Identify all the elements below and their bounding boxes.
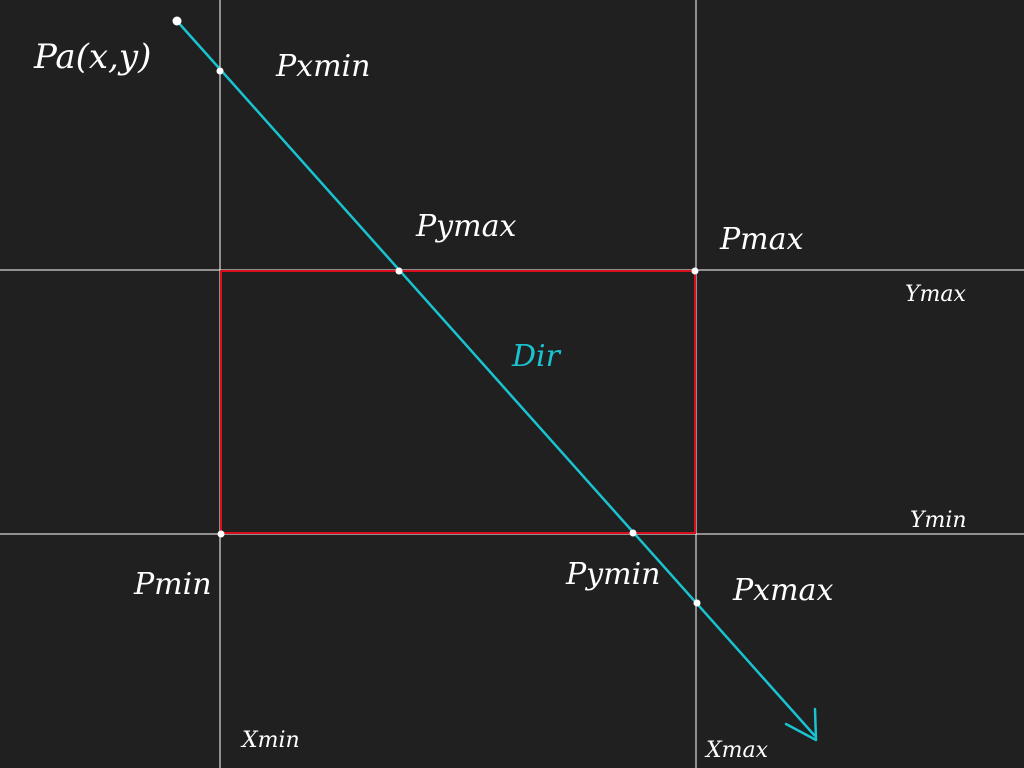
- pxmin-label: Pxmin: [276, 49, 371, 84]
- pmin-point: [217, 530, 225, 538]
- pa-point: [172, 16, 182, 26]
- dir-label: Dir: [512, 339, 560, 374]
- xmin-label: Xmin: [242, 728, 300, 753]
- pxmin-point: [216, 67, 224, 75]
- bounding-box: [220, 270, 696, 534]
- pxmax-label: Pxmax: [733, 573, 834, 608]
- ymax-label: Ymax: [905, 282, 966, 307]
- pymax-label: Pymax: [416, 209, 517, 244]
- pxmax-point: [693, 599, 701, 607]
- pymin-label: Pymin: [566, 557, 661, 592]
- xmax-label: Xmax: [706, 738, 769, 763]
- pmax-point: [691, 267, 699, 275]
- pmax-label: Pmax: [720, 222, 804, 257]
- pmin-label: Pmin: [134, 567, 212, 602]
- dir-ray: [176, 20, 816, 737]
- ray-arrowhead: [784, 707, 818, 742]
- pymax-point: [395, 267, 403, 275]
- ymin-label: Ymin: [910, 508, 967, 533]
- pa-label: Pa(x,y): [34, 37, 152, 77]
- pymin-point: [629, 529, 637, 537]
